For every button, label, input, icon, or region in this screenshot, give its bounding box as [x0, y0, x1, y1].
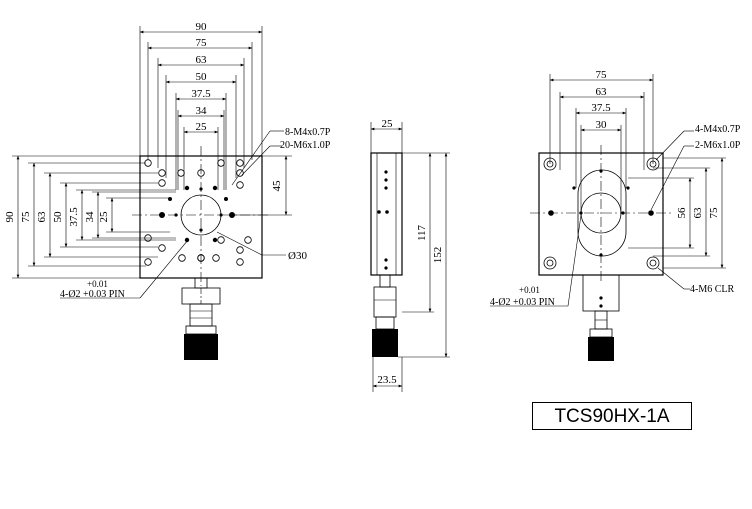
front-dim-63-left: 63 [36, 211, 48, 223]
back-dim-63-top: 63 [596, 86, 608, 98]
front-dim-90-left: 90 [4, 211, 16, 223]
back-top-dims: 75 63 37.5 30 [549, 69, 654, 213]
front-micrometer [181, 277, 221, 360]
front-dim-34-top: 34 [196, 105, 208, 117]
back-callout-clr: 4-M6 CLR [690, 284, 735, 295]
front-pin-tol: +0.01 [87, 279, 108, 289]
front-dim-25-top: 25 [196, 121, 208, 133]
back-pin-label: 4-Ø2 +0.03 PIN [490, 297, 555, 308]
front-dim-75-left: 75 [20, 211, 32, 223]
front-dim-37-5-top: 37.5 [191, 88, 211, 100]
back-dim-37-5-top: 37.5 [591, 102, 611, 114]
back-pin-tol: +0.01 [519, 285, 540, 295]
back-dim-56: 56 [676, 207, 688, 219]
side-micrometer [372, 274, 398, 357]
front-view: 90 75 63 50 37.5 34 25 [4, 21, 331, 360]
front-dim-45: 45 [271, 180, 283, 192]
side-dim-152: 152 [432, 247, 444, 264]
front-top-dims: 90 75 63 50 37.5 34 25 [139, 21, 263, 190]
front-dim-75-top: 75 [196, 37, 208, 49]
back-callout-m6: 2-M6x1.0P [695, 140, 741, 151]
front-callout-m4: 8-M4x0.7P [285, 127, 331, 138]
front-dim-63-top: 63 [196, 54, 208, 66]
back-holes [543, 157, 660, 270]
front-left-dims: 90 75 63 50 37.5 34 25 [4, 155, 176, 279]
back-dim-63-right: 63 [692, 207, 704, 219]
back-right-dims: 56 63 75 [628, 157, 726, 269]
side-dim-25: 25 [382, 118, 394, 130]
back-callout-m4: 4-M4x0.7P [695, 124, 741, 135]
front-dim-37-5-left: 37.5 [68, 207, 80, 227]
back-dim-75-top: 75 [596, 69, 608, 81]
model-title-box: TCS90HX-1A [532, 402, 692, 430]
back-dim-75-right: 75 [708, 207, 720, 219]
side-dim-117: 117 [416, 224, 428, 241]
front-callout-m6: 20-M6x1.0P [280, 140, 331, 151]
front-right-dim: 45 [232, 155, 292, 216]
front-callouts: 8-M4x0.7P 20-M6x1.0P Ø30 +0.01 4-Ø2 +0.0… [60, 127, 331, 300]
front-dim-50-top: 50 [196, 71, 208, 83]
back-callouts: 4-M4x0.7P 2-M6x1.0P 4-M6 CLR +0.01 4-Ø2 … [490, 124, 741, 308]
front-dim-50-left: 50 [52, 211, 64, 223]
back-micrometer [582, 274, 620, 361]
front-dim-34-left: 34 [84, 211, 96, 223]
front-dim-90-top: 90 [196, 21, 208, 33]
back-dim-30-top: 30 [596, 119, 608, 131]
front-holes [144, 159, 252, 266]
side-view: 25 117 152 23.5 [370, 118, 450, 392]
back-view: 75 63 37.5 30 56 63 75 4-M4x0.7P [490, 69, 741, 361]
side-dim-23-5: 23.5 [377, 374, 397, 386]
front-pin-label: 4-Ø2 +0.03 PIN [60, 289, 125, 300]
front-dim-25-left: 25 [98, 211, 110, 223]
front-callout-bore: Ø30 [288, 250, 307, 262]
